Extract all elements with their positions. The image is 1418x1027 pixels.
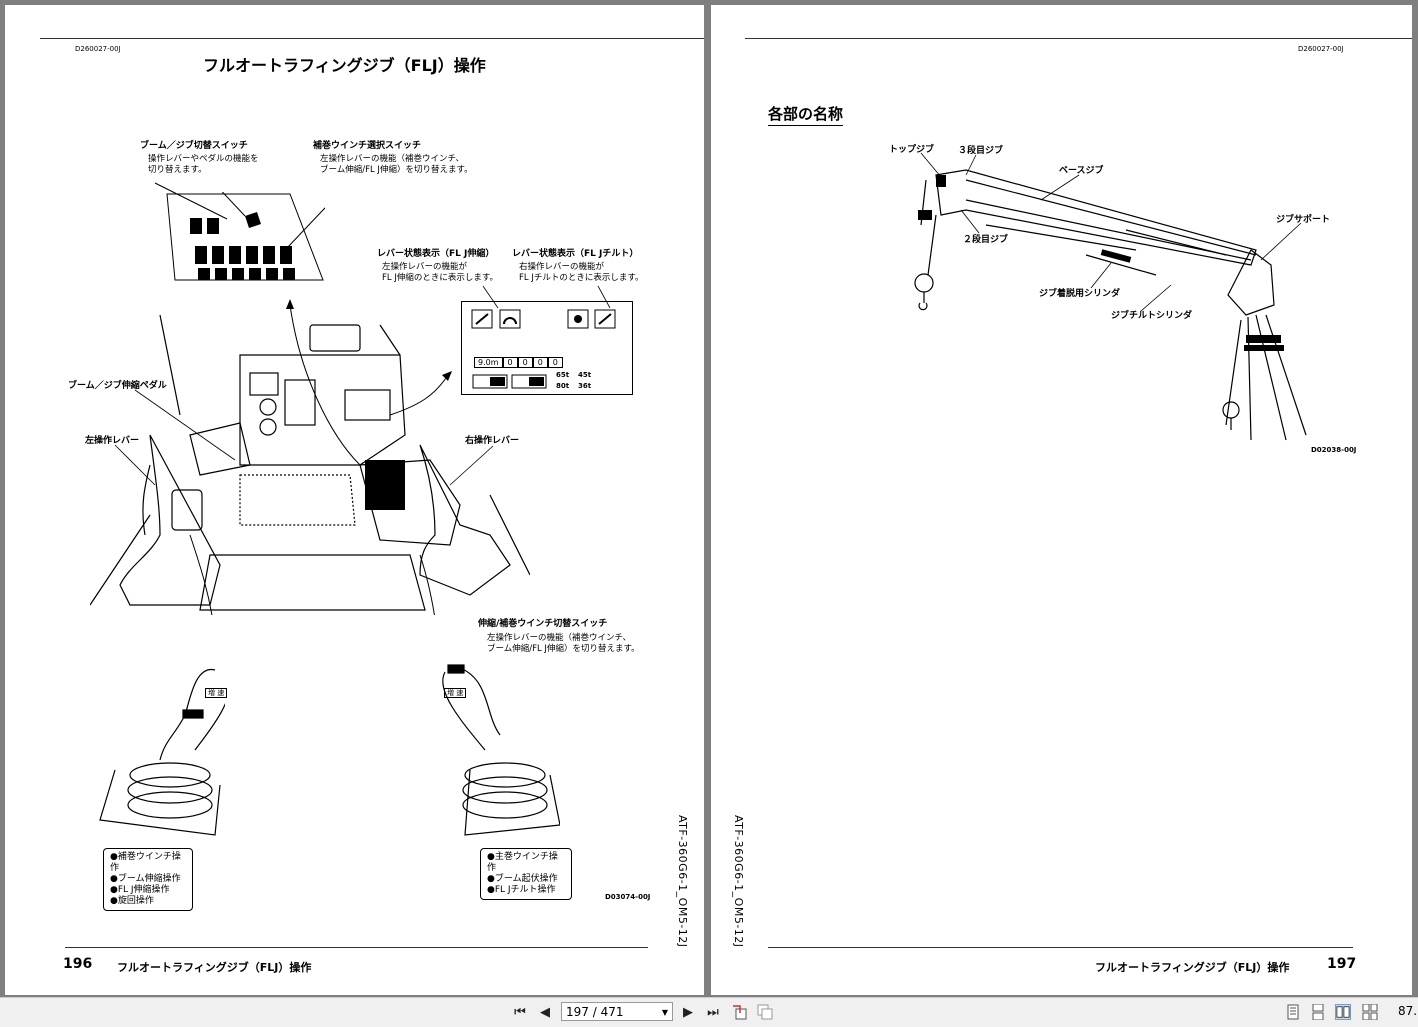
desc-lever-state-tilt-1: 右操作レバーの機能が xyxy=(519,262,605,272)
label-left-lever: 左操作レバー xyxy=(85,436,140,446)
left-box-item-4: ●旋回操作 xyxy=(110,896,154,906)
side-text: ATF-360G6-1_OM5-12J xyxy=(732,815,745,948)
desc-aux-winch-switch-2: ブーム伸縮/FL J伸縮）を切り替えます。 xyxy=(320,165,473,175)
desc-tele-aux-switch-2: ブーム伸縮/FL J伸縮）を切り替えます。 xyxy=(487,644,640,654)
viewer-toolbar: ⏮ ◀ 197 / 471 ▼ ▶ ⏭ 87. xyxy=(0,997,1418,1027)
cell-2: 0 xyxy=(517,357,533,368)
desc-lever-state-tilt-2: FL Jチルトのときに表示します。 xyxy=(519,273,644,283)
last-page-button[interactable]: ⏭ xyxy=(707,1005,719,1020)
left-function-box: ●補巻ウインチ操作 ●ブーム伸縮操作 ●FL J伸縮操作 ●旋回操作 xyxy=(103,848,193,911)
doc-id: D260027-00J xyxy=(1298,45,1344,53)
length-value: 9.0m xyxy=(474,357,503,368)
speed-up-label-left: 増 速 xyxy=(205,688,228,698)
figure-id: D03074-00J xyxy=(605,893,651,901)
left-lever-illustration xyxy=(99,669,225,836)
right-box-item-3: ●FL Jチルト操作 xyxy=(487,885,556,895)
desc-tele-aux-switch-1: 左操作レバーの機能（補巻ウインチ、 xyxy=(487,633,631,643)
leader-lines-top xyxy=(154,182,228,220)
next-page-button[interactable]: ▶ xyxy=(683,1005,693,1020)
weight-2: 45t xyxy=(578,371,592,379)
label-lever-state-tele: レバー状態表示（FL J伸縮） xyxy=(377,249,495,259)
single-page-view-icon[interactable] xyxy=(1285,1004,1301,1020)
continuous-view-icon[interactable] xyxy=(1310,1004,1326,1020)
right-box-item-2: ●ブーム起伏操作 xyxy=(487,874,558,884)
figure-id: D02038-00J xyxy=(1311,446,1357,454)
doc-id: D260027-00J xyxy=(75,45,121,53)
footer-rule xyxy=(65,947,648,948)
hook-indicators xyxy=(472,374,547,389)
label-aux-winch-switch: 補巻ウインチ選択スイッチ xyxy=(313,141,422,151)
page-number-field[interactable]: 197 / 471 ▼ xyxy=(561,1002,673,1021)
desc-lever-state-tele-1: 左操作レバーの機能が xyxy=(382,262,468,272)
right-function-box: ●主巻ウインチ操作 ●ブーム起伏操作 ●FL Jチルト操作 xyxy=(480,848,572,900)
two-page-view-icon[interactable] xyxy=(1335,1004,1351,1020)
header-rule xyxy=(745,38,1412,39)
label-jib-support: ジブサポート xyxy=(1276,215,1331,225)
left-box-item-2: ●ブーム伸縮操作 xyxy=(110,874,181,884)
cell-1: 0 xyxy=(502,357,518,368)
chevron-down-icon[interactable]: ▼ xyxy=(661,1008,668,1017)
header-rule xyxy=(40,38,704,39)
left-page: D260027-00J フルオートラフィングジブ（FLJ）操作 ブーム／ジブ切替… xyxy=(5,5,704,995)
two-page-continuous-icon[interactable] xyxy=(1362,1004,1378,1020)
jib-illustration xyxy=(914,169,1307,441)
cab-illustration xyxy=(90,299,530,615)
footer-title: フルオートラフィングジブ（FLJ）操作 xyxy=(1095,961,1290,974)
desc-boom-jib-switch-1: 操作レバーやペダルの機能を xyxy=(148,154,259,164)
go-back-icon[interactable] xyxy=(731,1004,747,1020)
label-top-jib: トップジブ xyxy=(889,145,935,155)
label-jib-tilt-cyl: ジブチルトシリンダ xyxy=(1111,311,1193,321)
side-text: ATF-360G6-1_OM5-12J xyxy=(676,815,689,948)
right-lever-illustration xyxy=(442,664,560,836)
page-number-value: 197 / 471 xyxy=(566,1005,624,1019)
label-boom-jib-pedal: ブーム／ジブ伸縮ペダル xyxy=(68,381,167,391)
footer-rule xyxy=(768,947,1353,948)
label-jib-mount-cyl: ジブ着脱用シリンダ xyxy=(1039,289,1121,299)
previous-page-button[interactable]: ◀ xyxy=(540,1005,550,1020)
label-right-lever: 右操作レバー xyxy=(465,436,520,446)
left-box-item-1: ●補巻ウインチ操作 xyxy=(110,852,181,873)
cell-4: 0 xyxy=(547,357,563,368)
label-third-jib: ３段目ジブ xyxy=(958,146,1004,156)
length-row: 9.0m 0 0 0 0 xyxy=(474,357,563,368)
jib-leader-lines xyxy=(920,152,1302,312)
go-forward-icon[interactable] xyxy=(757,1004,773,1020)
page-number: 197 xyxy=(1327,956,1357,972)
label-tele-aux-switch: 伸縮/補巻ウインチ切替スイッチ xyxy=(478,619,608,629)
desc-lever-state-tele-2: FL J伸縮のときに表示します。 xyxy=(382,273,498,283)
section-title: 各部の名称 xyxy=(768,103,844,126)
page-title: フルオートラフィングジブ（FLJ）操作 xyxy=(203,56,486,75)
weight-3: 80t xyxy=(556,382,570,390)
left-box-item-3: ●FL J伸縮操作 xyxy=(110,885,170,895)
right-box-item-1: ●主巻ウインチ操作 xyxy=(487,852,558,873)
desc-aux-winch-switch-1: 左操作レバーの機能（補巻ウインチ、 xyxy=(320,154,464,164)
weight-1: 65t xyxy=(556,371,570,379)
label-boom-jib-switch: ブーム／ジブ切替スイッチ xyxy=(140,141,248,151)
label-second-jib: ２段目ジブ xyxy=(963,235,1009,245)
label-base-jib: ベースジブ xyxy=(1059,166,1104,176)
first-page-button[interactable]: ⏮ xyxy=(514,1005,526,1020)
desc-boom-jib-switch-2: 切り替えます。 xyxy=(148,165,207,175)
speed-up-label-right: 増 速 xyxy=(444,688,467,698)
leader-lines xyxy=(114,285,611,486)
display-panel: 9.0m 0 0 0 0 65t 45t 80t 36t xyxy=(461,301,633,395)
label-lever-state-tilt: レバー状態表示（FL Jチルト） xyxy=(512,249,639,259)
right-page: D260027-00J 各部の名称 トップジブ ３段目ジブ ベースジブ ジブサポ… xyxy=(711,5,1412,995)
zoom-level[interactable]: 87. xyxy=(1398,1004,1418,1018)
lever-state-icons xyxy=(471,309,616,329)
footer-title: フルオートラフィングジブ（FLJ）操作 xyxy=(117,961,312,974)
page-number: 196 xyxy=(63,956,93,972)
switch-panel-illustration xyxy=(166,192,325,281)
cell-3: 0 xyxy=(532,357,548,368)
weight-4: 36t xyxy=(578,382,592,390)
